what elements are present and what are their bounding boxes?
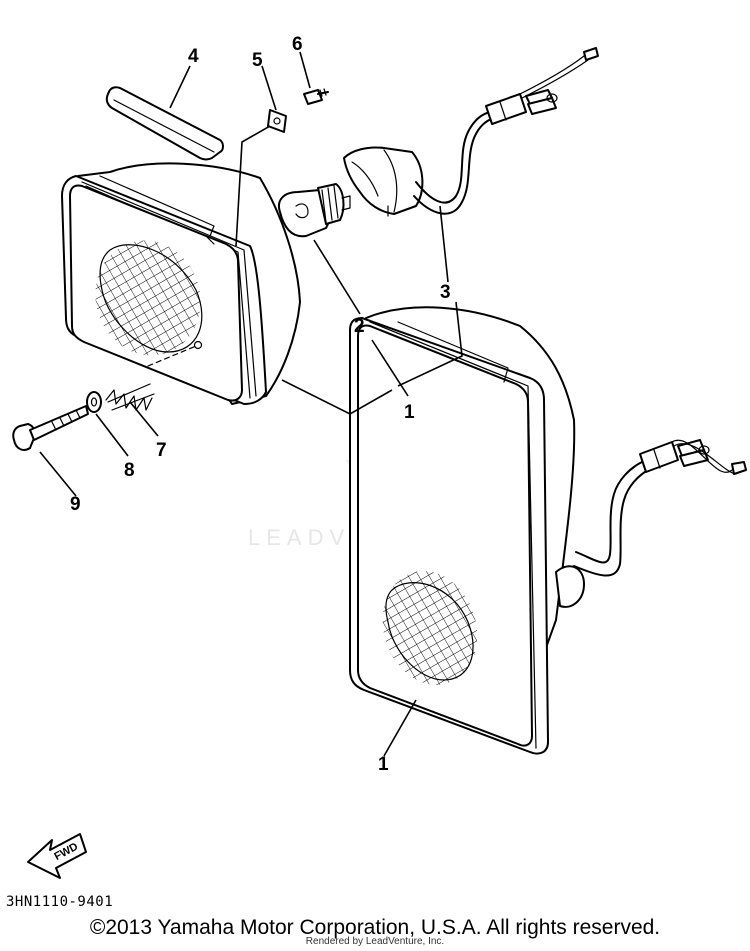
bolt-head — [12, 423, 36, 451]
leader-3 — [397, 205, 463, 387]
leader-5 — [235, 65, 277, 247]
harness-connector-lower — [639, 441, 679, 473]
socket-harness-part — [343, 47, 599, 217]
clip-nut-part — [267, 109, 287, 133]
washer-part — [86, 391, 102, 413]
bolt-part — [12, 405, 89, 451]
bulb-part — [278, 183, 351, 238]
washer — [86, 391, 102, 413]
screw-part — [303, 88, 329, 105]
callout-3: 3 — [440, 282, 451, 303]
callout-7: 7 — [156, 440, 167, 461]
callout-1-upper: 1 — [404, 402, 415, 423]
rendered-by-notice: Rendered by LeadVenture, Inc. — [305, 936, 445, 947]
leader-4 — [169, 65, 191, 109]
callout-8: 8 — [124, 460, 135, 481]
callout-5: 5 — [252, 50, 263, 71]
diagram-code: 3HN1110-9401 — [6, 894, 113, 910]
callout-2: 2 — [354, 316, 365, 337]
bolt-shaft — [29, 405, 89, 441]
leader-7 — [129, 401, 159, 437]
callout-4: 4 — [188, 46, 199, 67]
headlight-upper-assembly — [61, 162, 301, 405]
bulb-socket — [343, 146, 424, 215]
callouts: 4 5 6 2 3 1 1 7 8 9 — [70, 34, 451, 775]
spring-part — [105, 383, 155, 411]
lens-grid-pattern-lower — [382, 571, 478, 685]
leader-2 — [313, 239, 361, 315]
harness-terminal — [583, 47, 599, 61]
callout-6: 6 — [292, 34, 303, 55]
bolt-hole — [193, 340, 203, 350]
harness-connector — [485, 93, 527, 125]
leader-lines — [39, 51, 463, 757]
callout-1-lower: 1 — [378, 754, 389, 775]
leader-8 — [95, 413, 129, 457]
headlight-lower-assembly — [349, 306, 747, 755]
fwd-arrow-icon: FWD — [27, 833, 87, 879]
harness-terminal-lower — [731, 461, 747, 475]
leader-1-upper — [281, 339, 409, 415]
copyright-notice: ©2013 Yamaha Motor Corporation, U.S.A. A… — [89, 916, 661, 939]
rim-strip-part — [105, 86, 224, 161]
rim-strip — [105, 86, 224, 161]
leader-6 — [299, 51, 311, 89]
leader-1-lower — [383, 699, 417, 757]
screw-head — [303, 89, 323, 105]
leader-9 — [39, 451, 77, 497]
clip-nut — [267, 109, 287, 133]
callout-9: 9 — [70, 494, 81, 515]
